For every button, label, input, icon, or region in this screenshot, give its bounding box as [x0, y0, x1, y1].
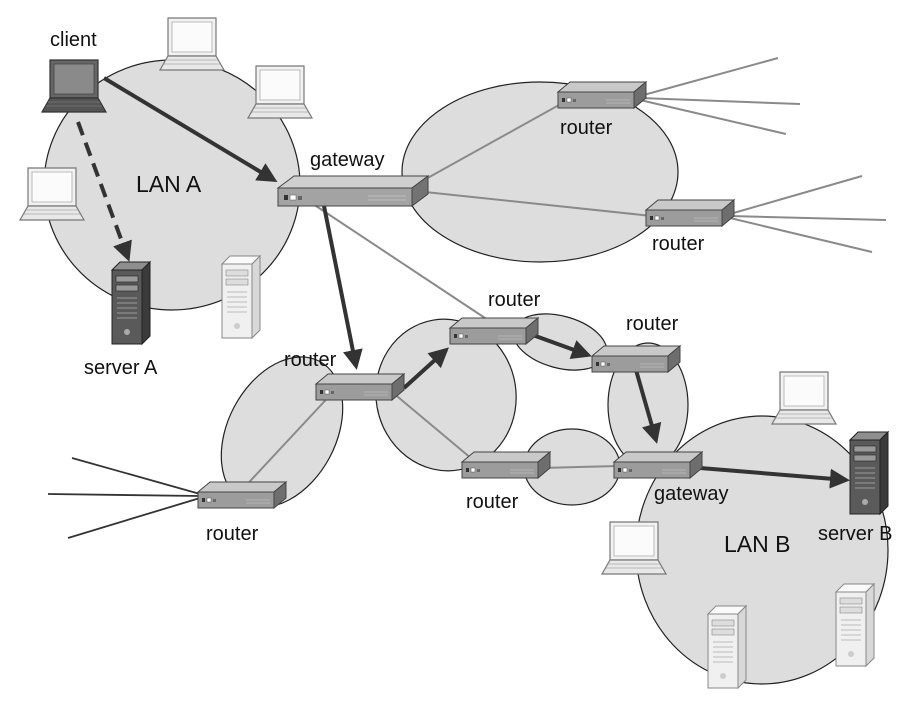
- label-gateway-a: gateway: [310, 149, 385, 171]
- outgoing-links-left: [47, 457, 201, 539]
- label-router-bottom-center: router: [466, 491, 519, 513]
- route-arrow-client-to-server-a: [76, 121, 132, 262]
- laptop-icon: [247, 65, 313, 119]
- router-icon: [315, 373, 405, 401]
- label-router-right: router: [652, 233, 705, 255]
- route-arrow-router-to-router-2: [529, 332, 592, 359]
- label-router-top: router: [560, 117, 613, 139]
- route-arrow-router-to-router-1: [402, 347, 449, 390]
- laptop-icon: [159, 17, 225, 71]
- router-icon: [461, 451, 551, 479]
- laptop-icon: [771, 371, 837, 425]
- label-client: client: [50, 29, 97, 51]
- server-a-icon: [111, 261, 151, 345]
- network-regions: [43, 59, 889, 685]
- router-icon: [591, 345, 681, 373]
- route-arrow-gateway-to-server-b: [699, 466, 850, 489]
- server-icon: [221, 255, 261, 339]
- route-arrow-client-to-gateway: [102, 76, 278, 183]
- center-link-region: [375, 318, 517, 472]
- router-icon: [197, 481, 287, 509]
- label-server-a: server A: [84, 357, 158, 379]
- router-icon: [449, 317, 539, 345]
- label-router-mid-right: router: [626, 313, 679, 335]
- server-icon: [835, 583, 875, 667]
- client-laptop-icon: [41, 59, 107, 113]
- label-lan-b: LAN B: [724, 531, 790, 557]
- route-arrow-router-to-gateway: [634, 369, 662, 444]
- label-server-b: server B: [818, 523, 892, 545]
- label-gateway-b: gateway: [654, 483, 729, 505]
- label-router-mid-left: router: [284, 349, 337, 371]
- gateway-a-icon: [277, 175, 429, 207]
- route-arrow-gateway-to-router: [322, 205, 363, 370]
- label-lan-a: LAN A: [136, 171, 202, 197]
- gateway-b-icon: [613, 451, 703, 479]
- route-arrows: [76, 76, 850, 489]
- network-links: [239, 57, 887, 493]
- label-router-bottom-left: router: [206, 523, 259, 545]
- router-icon: [557, 81, 647, 109]
- router-icon: [645, 199, 735, 227]
- server-b-icon: [849, 431, 889, 515]
- laptop-icon: [19, 167, 85, 221]
- laptop-icon: [601, 521, 667, 575]
- label-router-mid-center: router: [488, 289, 541, 311]
- server-icon: [707, 605, 747, 689]
- upper-network-region: [401, 81, 679, 263]
